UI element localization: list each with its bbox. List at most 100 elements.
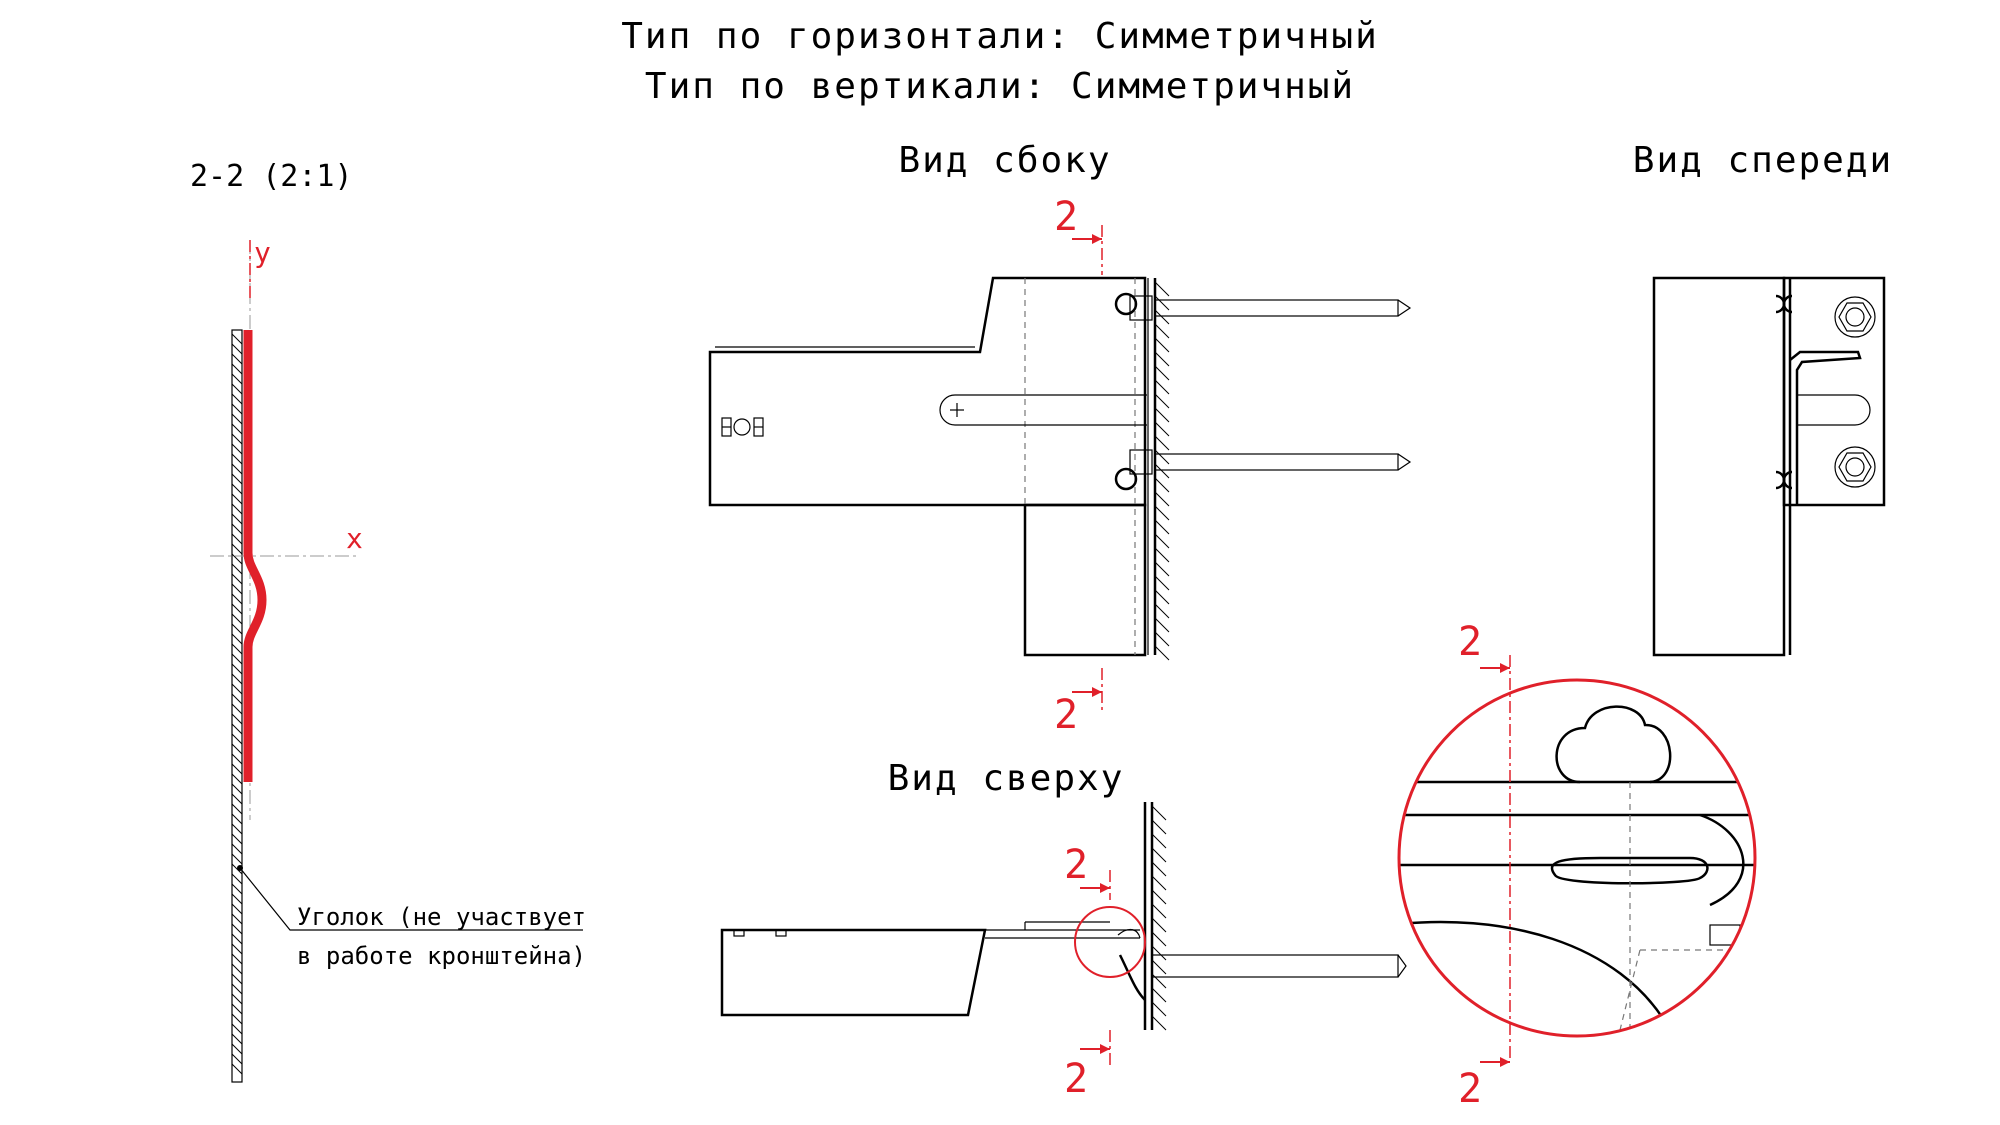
note-line-1: Уголок (не участвует (297, 903, 586, 931)
hatch-stroke (1151, 945, 1167, 961)
hatch-stroke (1151, 931, 1167, 947)
header-line-2: Тип по вертикали: Симметричный (645, 66, 1355, 107)
hatch-stroke (1154, 463, 1170, 479)
hatch-stroke (231, 333, 243, 345)
hatch-stroke (231, 983, 243, 995)
hatch-stroke (1154, 491, 1170, 507)
hatch-stroke (231, 753, 243, 765)
hatch-stroke (1151, 987, 1167, 1003)
hatch-stroke (231, 453, 243, 465)
hatch-stroke (1151, 889, 1167, 905)
hatch-stroke (231, 763, 243, 775)
detail-marker (1074, 906, 1146, 978)
axis-y-label: y (254, 236, 271, 269)
front-slot (1797, 394, 1871, 426)
hatch-stroke (1154, 533, 1170, 549)
hatch-stroke (1154, 575, 1170, 591)
hatch-stroke (1151, 847, 1167, 863)
top-wall-hatch (1151, 805, 1167, 1031)
bracket-side-outline (708, 276, 1147, 507)
hatch-stroke (231, 793, 243, 805)
anchor-bolt (1129, 449, 1412, 475)
anchor-bolt (1129, 295, 1412, 321)
hatch-stroke (1154, 365, 1170, 381)
hex-nut-icon (1834, 296, 1876, 338)
hatch-stroke (231, 813, 243, 825)
top-view-title: Вид сверху (888, 758, 1125, 799)
hatch-stroke (231, 543, 243, 555)
hatch-stroke (231, 353, 243, 365)
hatch-stroke (231, 783, 243, 795)
hatch-stroke (231, 913, 243, 925)
hatch-stroke (1154, 477, 1170, 493)
bracket-section-profile (243, 330, 267, 782)
hatch-stroke (1154, 337, 1170, 353)
front-flange (1789, 350, 1862, 505)
cut-label-top-lower: 2 (1064, 1056, 1088, 1102)
leader-dot (237, 865, 243, 871)
hatch-stroke (231, 573, 243, 585)
hatch-stroke (1154, 379, 1170, 395)
hatch-stroke (231, 723, 243, 735)
hatch-stroke (231, 413, 243, 425)
side-view-title: Вид сбоку (898, 140, 1111, 181)
cut-arrowhead (1100, 883, 1110, 893)
hatch-stroke (231, 703, 243, 715)
angle-profile (231, 329, 243, 1083)
rivet-icon (1114, 292, 1138, 316)
hatch-stroke (231, 1033, 243, 1045)
hatch-stroke (231, 673, 243, 685)
small-tab (775, 929, 787, 937)
hatch-stroke (1154, 351, 1170, 367)
cut-label-top-upper: 2 (1064, 842, 1088, 888)
hatch-stroke (1151, 1001, 1167, 1017)
hatch-stroke (231, 583, 243, 595)
hatch-stroke (231, 663, 243, 675)
hatch-stroke (1154, 449, 1170, 465)
hatch-stroke (231, 443, 243, 455)
hatch-stroke (231, 343, 243, 355)
hatch-stroke (1154, 561, 1170, 577)
wall-hatch (1154, 281, 1170, 661)
hatch-stroke (1151, 875, 1167, 891)
cut-label-side-bottom: 2 (1054, 692, 1078, 738)
hatch-stroke (1154, 519, 1170, 535)
hatch-stroke (1154, 435, 1170, 451)
hatch-stroke (231, 633, 243, 645)
cut-arrowhead (1500, 1057, 1510, 1067)
angle-hatch (231, 333, 243, 1075)
hatch-stroke (1151, 917, 1167, 933)
hatch-stroke (231, 553, 243, 565)
hatch-stroke (231, 973, 243, 985)
hatch-stroke (231, 563, 243, 575)
hatch-stroke (231, 623, 243, 635)
front-view: Вид спереди (1633, 140, 1891, 657)
fastener-icon (721, 417, 764, 437)
hatch-stroke (1154, 645, 1170, 661)
hatch-stroke (1154, 421, 1170, 437)
axis-x-label: x (346, 522, 363, 555)
hatch-stroke (231, 1043, 243, 1055)
hatch-stroke (231, 463, 243, 475)
hatch-stroke (231, 843, 243, 855)
cut-arrowhead (1100, 1044, 1110, 1054)
hatch-stroke (1154, 589, 1170, 605)
hatch-stroke (231, 833, 243, 845)
detail-curve-2 (1699, 813, 1745, 907)
hatch-stroke (231, 903, 243, 915)
note-line-2: в работе кронштейна) (297, 942, 586, 970)
hatch-stroke (231, 423, 243, 435)
hatch-stroke (231, 593, 243, 605)
hatch-stroke (1154, 547, 1170, 563)
hatch-stroke (231, 693, 243, 705)
hatch-stroke (231, 883, 243, 895)
hatch-stroke (231, 993, 243, 1005)
hatch-stroke (231, 823, 243, 835)
hatch-stroke (1151, 805, 1167, 821)
hatch-stroke (231, 773, 243, 785)
hatch-stroke (231, 863, 243, 875)
angle-curve (1118, 954, 1146, 1001)
hatch-stroke (1154, 309, 1170, 325)
hatch-stroke (231, 733, 243, 745)
